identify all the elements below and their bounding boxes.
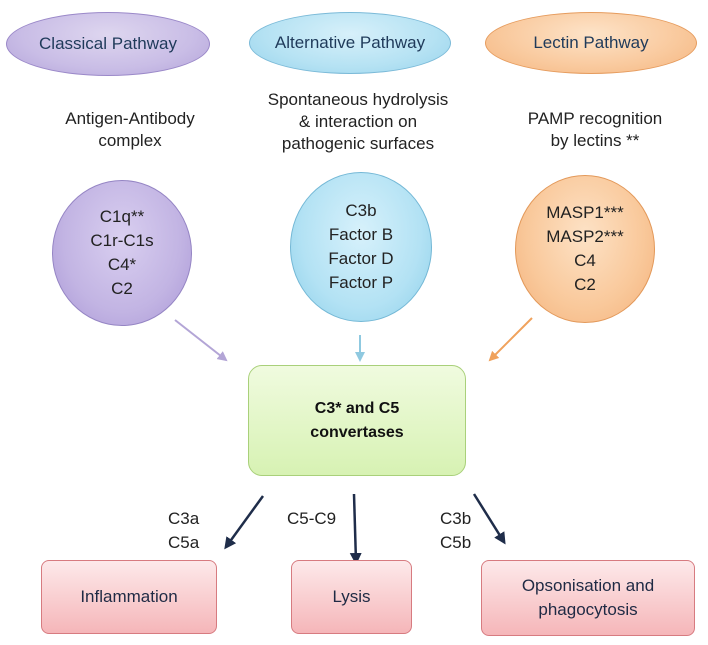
component-item: C1r-C1s — [90, 231, 154, 250]
lectin-pathway-title: Lectin Pathway — [533, 33, 649, 52]
lysis-label: Lysis — [332, 587, 371, 606]
opsonisation-edge-label: C3b C5b — [440, 509, 472, 552]
component-item: C4* — [107, 255, 137, 274]
component-item: Factor B — [328, 225, 394, 244]
classical-to-convertase-arrow — [174, 319, 228, 362]
alternative-components: C3b Factor B Factor D Factor P — [290, 172, 432, 322]
classical-pathway-header: Classical Pathway — [6, 12, 210, 76]
inflammation-box: Inflammation — [41, 560, 217, 634]
classical-trigger: Antigen-Antibody complex — [65, 109, 195, 150]
classical-pathway-title: Classical Pathway — [39, 34, 177, 53]
component-item: C1q** — [99, 207, 145, 226]
component-item: C2 — [574, 275, 596, 294]
lectin-to-convertase-arrow — [488, 317, 533, 362]
opsonisation-label-line-2: phagocytosis — [538, 600, 638, 619]
inflammation-label: Inflammation — [80, 587, 178, 606]
alternative-pathway-header: Alternative Pathway — [249, 12, 451, 74]
lectin-pathway-header: Lectin Pathway — [485, 12, 697, 74]
component-item: MASP2*** — [546, 227, 624, 246]
convertase-to-opsonisation-arrow — [472, 493, 506, 545]
opsonisation-label-line-1: Opsonisation and — [521, 576, 655, 595]
lectin-components: MASP1*** MASP2*** C4 C2 — [515, 175, 655, 323]
alternative-trigger: Spontaneous hydrolysis & interaction on … — [267, 90, 449, 153]
convertase-line-1: C3* and C5 — [314, 399, 400, 417]
opsonisation-box: Opsonisation and phagocytosis — [481, 560, 695, 636]
component-item: C3b — [345, 201, 377, 220]
inflammation-edge-label: C3a C5a — [168, 509, 200, 552]
classical-components: C1q** C1r-C1s C4* C2 — [52, 180, 192, 326]
convertase-to-inflammation-arrow — [224, 495, 265, 550]
alternative-pathway-title: Alternative Pathway — [274, 33, 426, 52]
convertase-line-2: convertases — [310, 423, 404, 441]
convertase-to-lysis-arrow — [349, 493, 362, 565]
component-item: Factor P — [328, 273, 394, 292]
component-item: MASP1*** — [546, 203, 624, 222]
c3-c5-convertases-box: C3* and C5 convertases — [248, 365, 466, 476]
lysis-edge-label: C5-C9 — [287, 509, 337, 528]
component-item: C4 — [574, 251, 596, 270]
lysis-box: Lysis — [291, 560, 412, 634]
component-item: Factor D — [328, 249, 394, 268]
lectin-trigger: PAMP recognition by lectins ** — [527, 109, 663, 150]
component-item: C2 — [111, 279, 133, 298]
